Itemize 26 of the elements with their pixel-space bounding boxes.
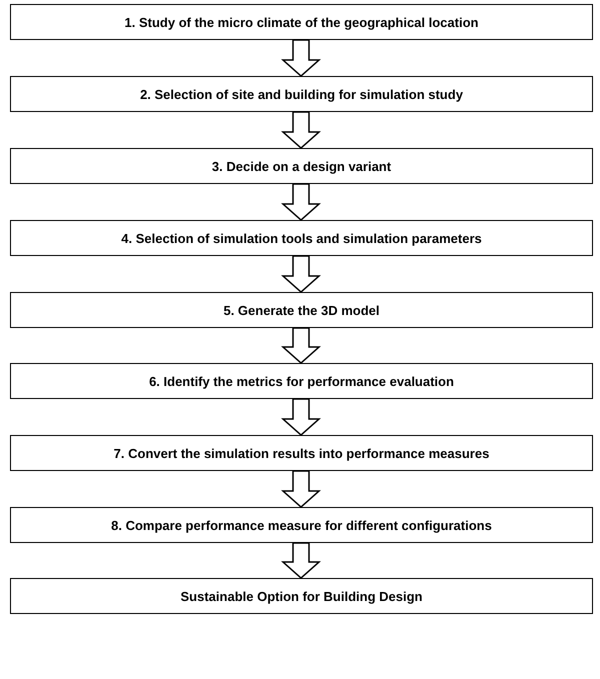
step-text: 6. Identify the metrics for performance evaluation (149, 374, 454, 388)
arrow (281, 542, 321, 579)
process-box (10, 363, 593, 399)
step-text: 4. Selection of simulation tools and simulation parameters (121, 230, 482, 246)
step-text: 8. Compare performance measure for different configurations (111, 518, 492, 532)
step-text: 5. Generate the 3D model (223, 302, 380, 318)
process-box (10, 220, 593, 256)
arrow (281, 183, 321, 221)
process-box (10, 76, 593, 112)
step-text: 1. Study of the micro climate of the geographical location (124, 14, 478, 30)
arrow (281, 398, 321, 436)
arrow (281, 39, 321, 77)
arrow (281, 470, 321, 508)
step-text: Sustainable Option for Building Design (180, 588, 422, 604)
step-text: 2. Selection of site and building for simulation study (140, 86, 463, 102)
process-box (10, 4, 593, 40)
process-box (10, 578, 593, 614)
step-text: 3. Decide on a design variant (212, 158, 392, 174)
process-box (10, 148, 593, 184)
process-box (10, 292, 593, 328)
arrow (281, 327, 321, 364)
process-box (10, 507, 593, 543)
process-box (10, 435, 593, 471)
arrow (281, 111, 321, 149)
step-text: 7. Convert the simulation results into performance measures (114, 446, 490, 460)
arrow (281, 255, 321, 293)
